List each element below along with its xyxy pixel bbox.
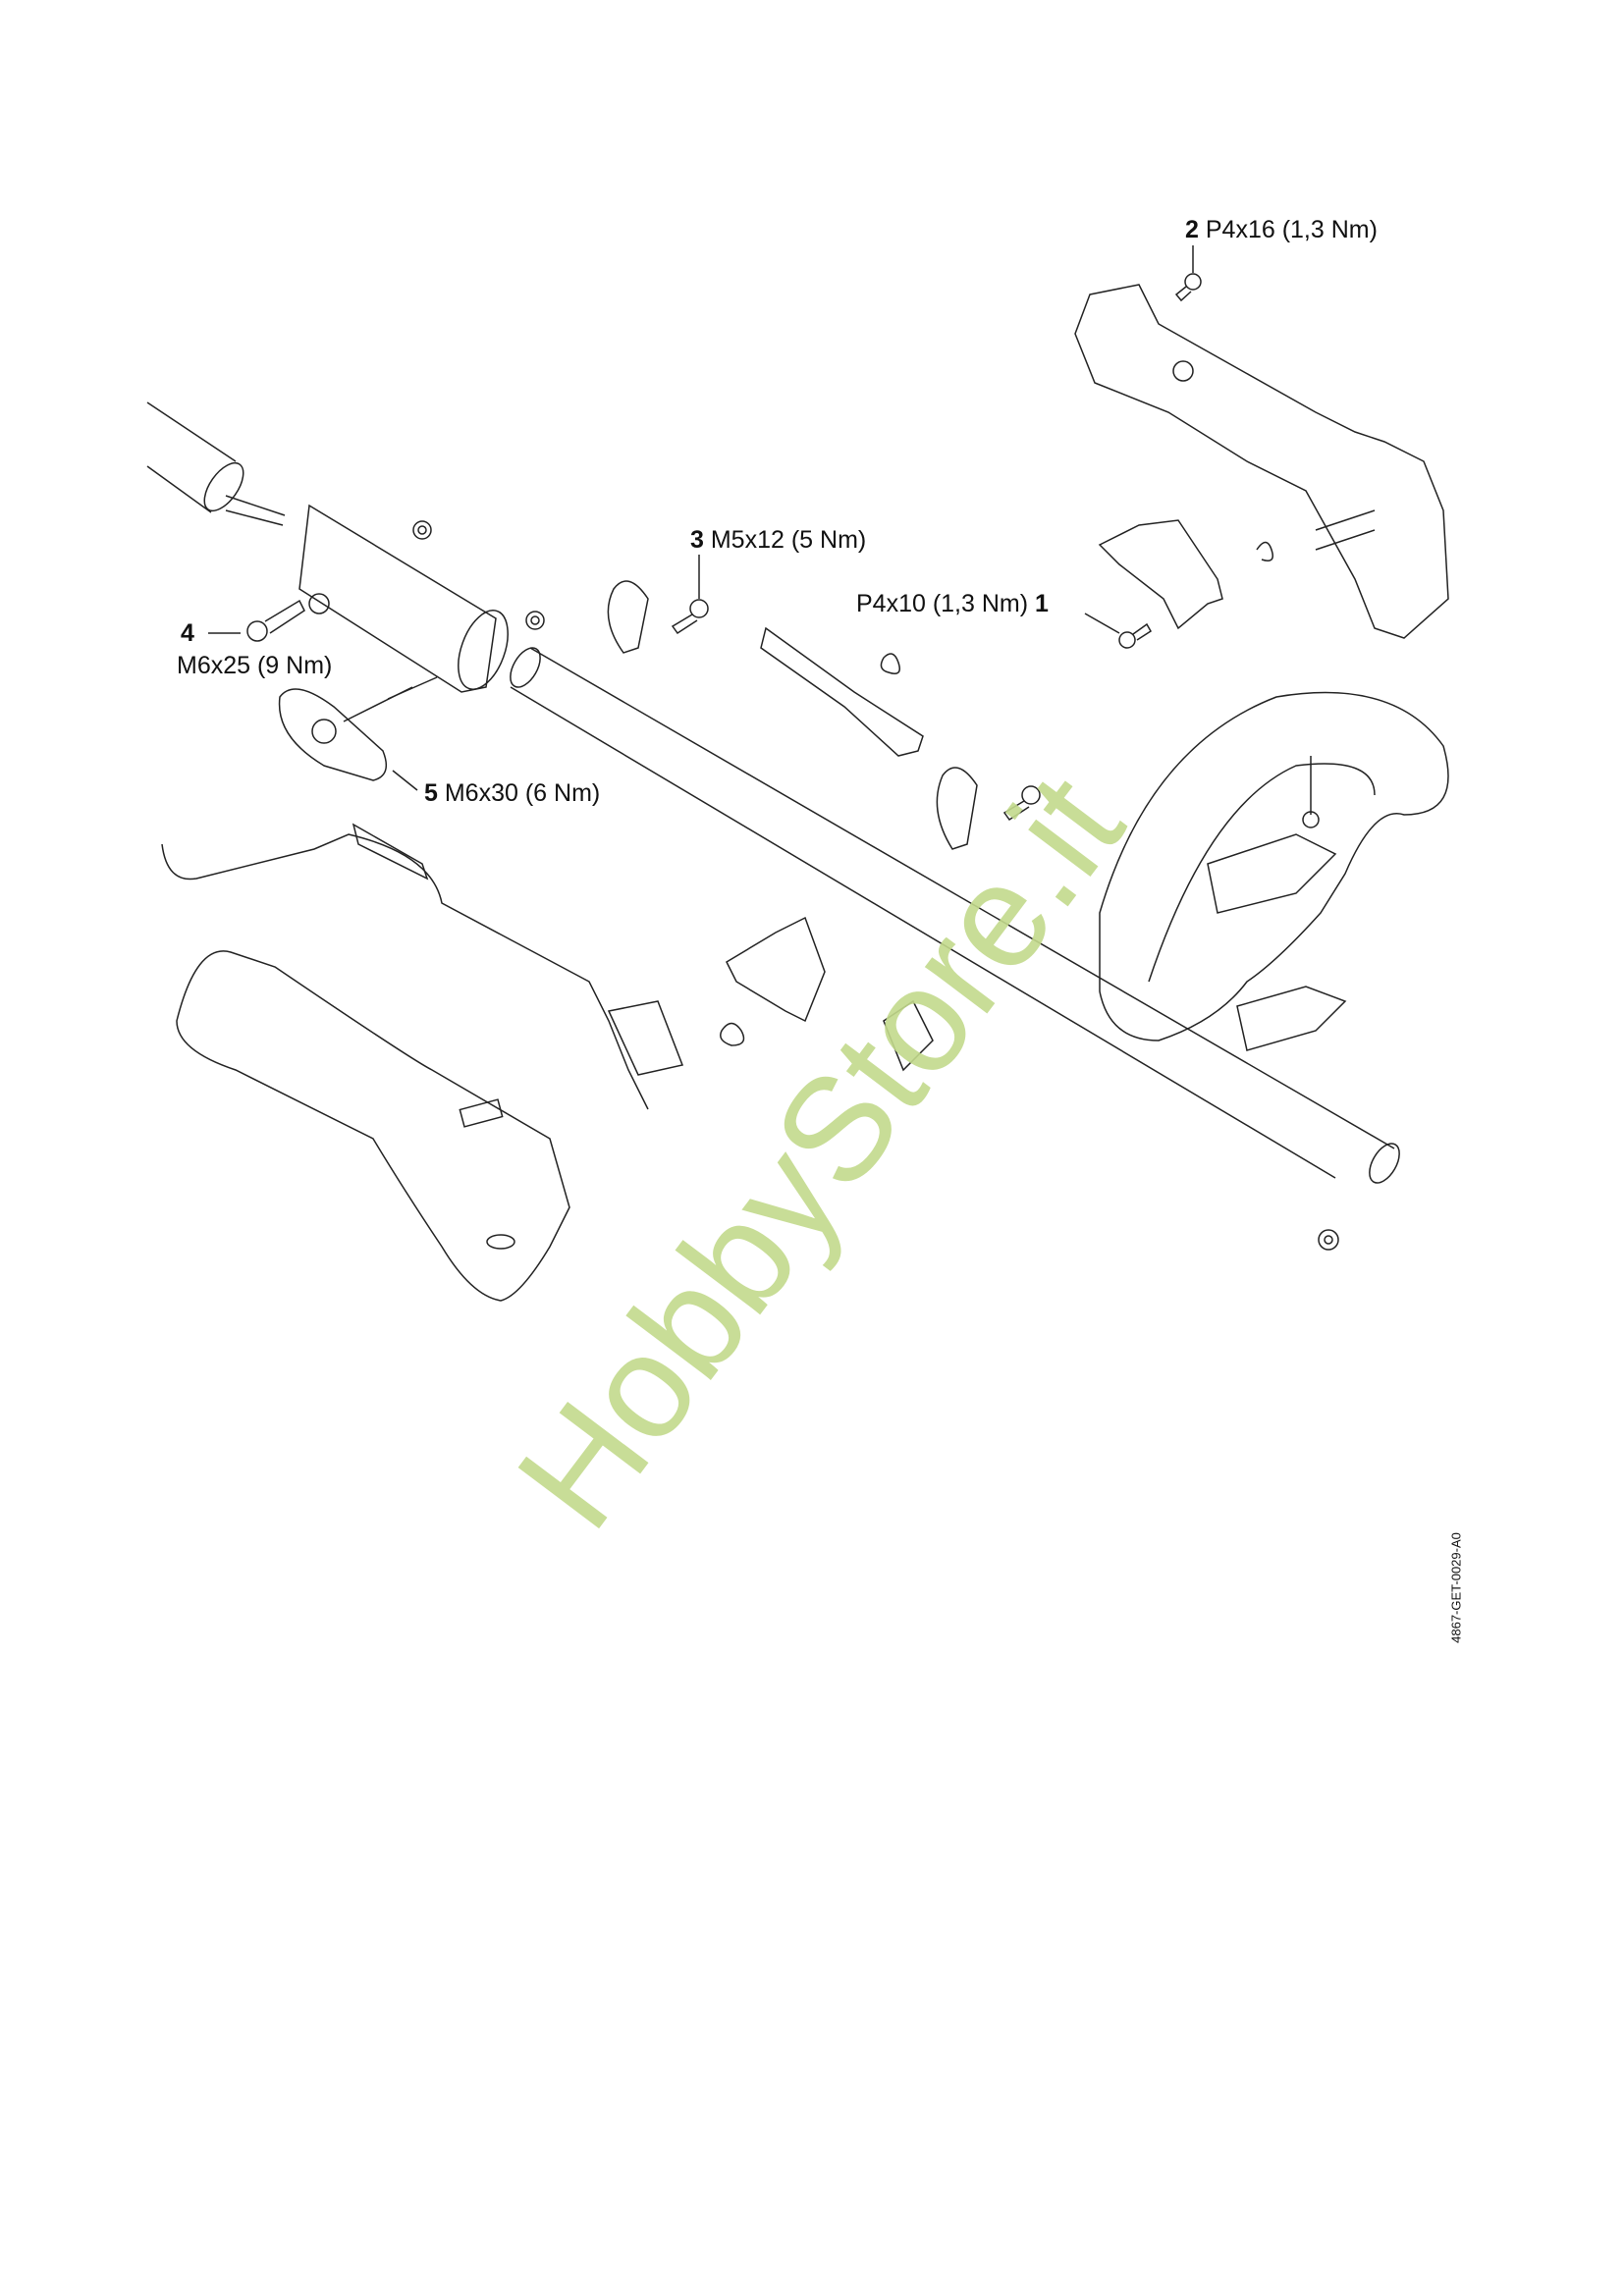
main-shaft: [510, 647, 1400, 1184]
callout-spec: M5x12 (5 Nm): [710, 526, 867, 554]
callout-number: 5: [424, 779, 438, 807]
callout-1: P4x10 (1,3 Nm) 1: [856, 592, 1049, 616]
callout-spec: M6x30 (6 Nm): [444, 779, 601, 807]
callout-number: 3: [690, 526, 704, 554]
drawing-code: 4867-GET-0029-A0: [1448, 1532, 1464, 1643]
callout-4-number: 4: [181, 621, 194, 646]
callout-4-spec: M6x25 (9 Nm): [177, 652, 333, 679]
screw-1: [1118, 622, 1153, 649]
switch-parts: [720, 916, 934, 1072]
control-handle: [176, 950, 570, 1302]
callout-number: 1: [1035, 590, 1049, 617]
callout-2: 2 P4x16 (1,3 Nm): [1185, 218, 1378, 242]
callout-number: 2: [1185, 216, 1199, 243]
wiring-harness: [161, 823, 684, 1110]
tube-coupling: [298, 504, 509, 693]
lock-lever: [1098, 519, 1273, 630]
callout-5: 5 M6x30 (6 Nm): [424, 781, 600, 806]
loop-handle: [1099, 691, 1449, 1051]
nuts: [412, 520, 1339, 1251]
screw-3: [671, 599, 1041, 822]
drive-tube-upper: [146, 401, 286, 526]
callout-spec: P4x16 (1,3 Nm): [1205, 216, 1378, 243]
handle-housing: [1074, 284, 1449, 639]
throttle-trigger: [760, 626, 924, 757]
callout-number: 4: [181, 619, 194, 647]
clamps: [607, 580, 978, 850]
screw-4: [246, 599, 305, 642]
callout-spec: P4x10 (1,3 Nm): [856, 590, 1029, 617]
screw-2: [1174, 273, 1202, 302]
callout-3: 3 M5x12 (5 Nm): [690, 528, 866, 553]
knob-screw-5: [278, 676, 438, 781]
leader-lines: [208, 245, 1194, 791]
